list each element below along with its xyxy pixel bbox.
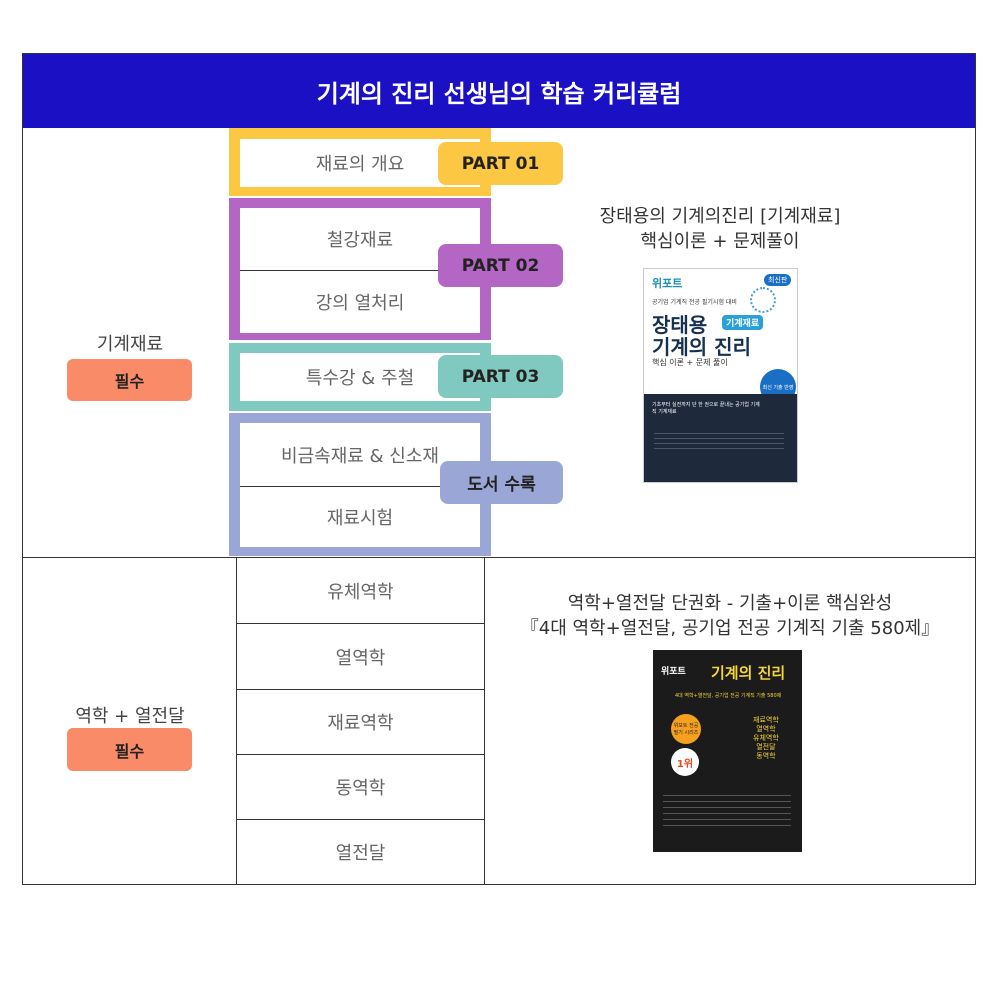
curriculum-table [22, 53, 976, 885]
cover-subject: 동역학 [756, 752, 776, 760]
part-label: PART 02 [438, 244, 563, 287]
cover-lines [654, 429, 784, 451]
book-subtitle: 『4대 역학+열전달, 공기업 전공 기계직 기출 580제』 [520, 618, 940, 639]
cover-subject-list: 재료역학 열역학 유체역학 열전달 동역학 [753, 716, 779, 761]
part-label: PART 01 [438, 142, 563, 185]
topic-cell: 열역학 [237, 624, 484, 689]
cover-brand: 위포트 [652, 277, 683, 290]
book-title: 역학+열전달 단권화 - 기출+이론 핵심완성 [567, 593, 893, 614]
cover-rank: 1위 [671, 748, 699, 776]
cover-title-main: 장태용 [652, 313, 708, 337]
cover-circle: 위포트 전공 필기 시리즈 [671, 714, 701, 744]
cell-divider [237, 689, 484, 690]
cover-tagline: 공기업 기계직 전공 필기시험 대비 [652, 299, 737, 306]
cell-divider [240, 486, 480, 487]
cell-divider [240, 270, 480, 271]
book-description: 장태용의 기계의진리 [기계재료] 핵심이론 + 문제풀이 [560, 204, 880, 254]
topic-cell: 유체역학 [237, 558, 484, 623]
column-divider [236, 557, 237, 885]
cover-circle-text: 위포트 전공 필기 시리즈 [673, 723, 699, 736]
topic-cell: 재료역학 [237, 690, 484, 754]
book-title: 장태용의 기계의진리 [기계재료] [599, 206, 841, 227]
cover-subject: 열역학 [756, 725, 776, 733]
topic-cell: 동역학 [237, 755, 484, 819]
book-cover-image: 위포트 기계의 진리 4대 역학+열전달, 공기업 전공 기계직 기출 580제… [653, 650, 802, 852]
cover-blurb: 기초부터 실전까지 단 한 권으로 끝내는 공기업 기계직 기계재료 [652, 402, 760, 415]
subject-label: 기계재료 [96, 334, 164, 355]
column-divider [484, 557, 485, 885]
book-cover-image: 위포트 최신판 공기업 기계직 전공 필기시험 대비 장태용 기계재료 기계의 … [643, 268, 798, 483]
cover-title-sub: 기계의 진리 [652, 335, 751, 359]
cover-brand: 위포트 [661, 667, 686, 677]
book-description: 역학+열전달 단권화 - 기출+이론 핵심완성 『4대 역학+열전달, 공기업 … [488, 591, 972, 641]
cover-title: 기계의 진리 [711, 664, 786, 682]
cover-subject: 열전달 [756, 743, 776, 751]
cell-divider [237, 754, 484, 755]
page-title: 기계의 진리 선생님의 학습 커리큘럼 [23, 54, 975, 128]
row-divider [23, 557, 975, 558]
topic-cell: 열전달 [237, 820, 484, 884]
cover-lines [663, 790, 791, 830]
cover-subtitle: 4대 역학+열전달, 공기업 전공 기계직 기출 580제 [675, 693, 782, 699]
cell-divider [237, 819, 484, 820]
book-subtitle: 핵심이론 + 문제풀이 [640, 231, 800, 252]
part-label: 도서 수록 [440, 461, 563, 504]
required-badge: 필수 [67, 728, 192, 771]
required-badge: 필수 [67, 359, 192, 401]
cover-title-tag: 기계재료 [722, 315, 764, 330]
cover-circle-text: 최신 기출 반영 [762, 384, 794, 391]
cover-subtitle: 핵심 이론 + 문제 풀이 [652, 358, 728, 367]
cell-divider [237, 623, 484, 624]
cover-subject: 재료역학 [753, 716, 779, 724]
gear-icon [750, 287, 776, 313]
cover-badge: 최신판 [764, 274, 792, 286]
part-label: PART 03 [438, 355, 563, 398]
cover-rank-text: 1위 [676, 758, 694, 770]
cover-subject: 유체역학 [753, 734, 779, 742]
subject-label: 역학 + 열전달 [75, 706, 185, 727]
